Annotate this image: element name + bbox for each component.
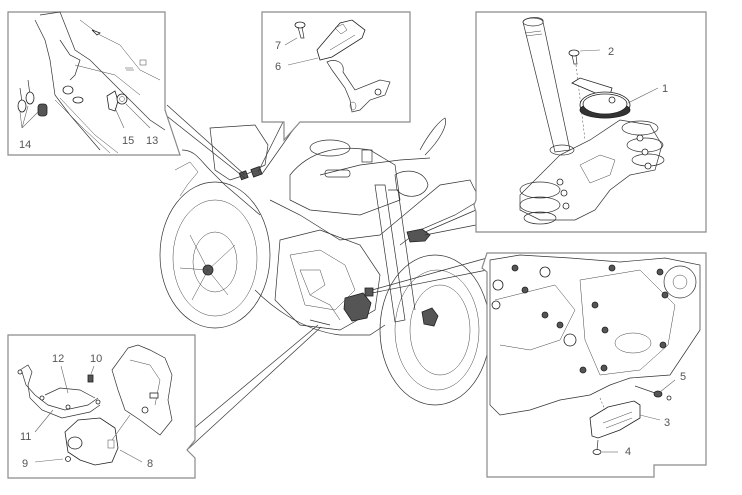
callout-5: 5 xyxy=(680,371,686,383)
engine-block xyxy=(274,229,381,331)
callout-8: 8 xyxy=(147,458,153,470)
callout-15: 15 xyxy=(122,135,134,147)
part-14-plugs xyxy=(17,79,48,117)
callout-12: 12 xyxy=(52,353,64,365)
callout-4: 4 xyxy=(625,446,631,458)
part-4-screw xyxy=(592,439,602,455)
engine-sensor-location xyxy=(364,287,374,297)
actuator-detail-panel: 12 10 11 9 8 xyxy=(7,334,196,479)
part-8-actuator xyxy=(64,417,119,466)
right-mirror xyxy=(419,117,446,156)
callout-9: 9 xyxy=(22,458,28,470)
callout-14: 14 xyxy=(19,139,31,151)
engine-detail-panel: 5 3 4 xyxy=(481,252,707,478)
handlebar xyxy=(319,157,431,176)
tail-detail-panel: 14 15 13 xyxy=(7,11,181,156)
rear-wheel xyxy=(159,181,271,329)
engine-casing xyxy=(489,254,701,416)
callout-6: 6 xyxy=(275,61,281,73)
actuator-cover xyxy=(111,344,173,436)
callout-13: 13 xyxy=(146,135,158,147)
horn-detail-panel: 2 1 xyxy=(473,11,707,233)
callout-2: 2 xyxy=(608,46,614,58)
part-2-screw xyxy=(568,49,580,65)
horn-location xyxy=(406,228,431,243)
part-11-12-cables xyxy=(17,364,101,419)
part-15-bracket xyxy=(106,90,119,112)
callout-3: 3 xyxy=(664,417,670,429)
callout-10: 10 xyxy=(90,353,102,365)
front-fork xyxy=(374,184,406,323)
callout-11: 11 xyxy=(20,431,31,443)
callout-1: 1 xyxy=(662,83,668,95)
callout-leaders xyxy=(162,104,488,451)
part-7-screw xyxy=(294,21,306,39)
control-unit-location xyxy=(343,292,372,322)
fuel-tank xyxy=(289,147,401,216)
part-13-grommet xyxy=(116,93,128,105)
left-mirror xyxy=(309,139,351,157)
part-1-horn xyxy=(571,77,631,119)
bracket-detail-panel: 7 6 xyxy=(261,11,411,142)
part-6-bracket xyxy=(316,19,366,61)
part-3-control-unit xyxy=(589,400,641,439)
rear-brake-disc xyxy=(192,231,238,293)
sprocket xyxy=(663,265,697,299)
front-brake-disc xyxy=(409,284,471,376)
part-10-clip xyxy=(87,374,94,383)
front-wheel xyxy=(379,254,491,406)
part-5-sensor xyxy=(634,385,672,401)
callout-7: 7 xyxy=(275,40,281,52)
headlight xyxy=(394,170,429,197)
motorcycle-illustration xyxy=(159,117,491,406)
part-9-nut xyxy=(65,456,71,462)
triple-clamp xyxy=(519,119,663,221)
engine-bolts xyxy=(491,264,669,374)
